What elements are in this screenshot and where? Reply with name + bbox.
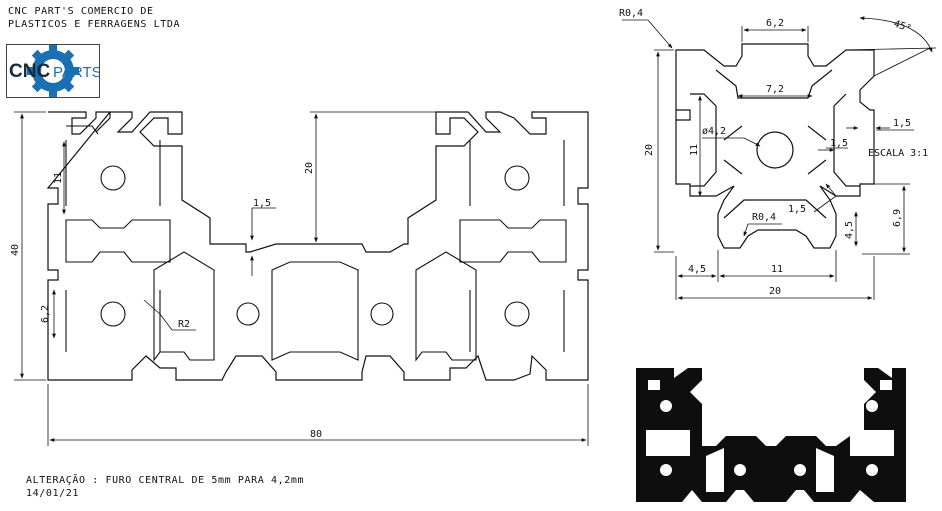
dim-inner-width-7-2: 7,2 — [766, 84, 784, 95]
profile-detail-outline — [675, 43, 875, 249]
dim-wall-1-5: 1,5 — [253, 198, 271, 209]
logo-text-cnc: CNC — [9, 61, 50, 82]
gear-logo-icon: CNC PARTS — [9, 45, 99, 97]
logo-text-parts: PARTS — [53, 64, 99, 81]
dim-web-right: 1,5 — [830, 138, 848, 149]
detail-dimensions — [622, 16, 937, 300]
profile-80x40-cavities — [65, 125, 567, 362]
dim-hole-diameter: ø4,2 — [702, 126, 726, 137]
company-name-line2: PLASTICOS E FERRAGENS LTDA — [8, 19, 181, 30]
change-note: ALTERAÇÃO : FURO CENTRAL DE 5mm PARA 4,2… — [26, 475, 305, 486]
detail-scale-label: ESCALA 3:1 — [868, 148, 928, 159]
dim-web-far-right: 1,5 — [893, 118, 911, 129]
dim-side-height-6-9: 6,9 — [892, 209, 903, 227]
dim-web-inner: 1,5 — [788, 204, 806, 215]
dim-radius-r2: R2 — [178, 319, 190, 330]
dim-detail-height-20: 20 — [644, 144, 655, 156]
profile-silhouette — [636, 368, 906, 502]
dim-slot-opening-6-2: 6,2 — [40, 305, 51, 323]
dim-inner-radius: R0,4 — [752, 212, 776, 223]
dim-top-slot-6-2: 6,2 — [766, 18, 784, 29]
profile-silhouette-holes — [646, 380, 894, 492]
dim-bottom-width-20: 20 — [769, 286, 781, 297]
profile-80x40-outline — [46, 111, 589, 381]
dim-detail-slot-11: 11 — [689, 144, 700, 156]
revision-date: 14/01/21 — [26, 488, 79, 499]
dim-corner-radius: R0,4 — [619, 8, 643, 19]
dim-height-40: 40 — [10, 244, 21, 256]
dim-width-80: 80 — [310, 429, 322, 440]
main-dimensions — [14, 111, 589, 446]
dim-slot-depth-20: 20 — [304, 162, 315, 174]
dim-slot-height-11: 11 — [53, 172, 64, 184]
dim-angle-45: 45° — [892, 18, 913, 35]
cnc-parts-logo: CNC PARTS — [6, 44, 100, 98]
company-name-line1: CNC PART'S COMERCIO DE — [8, 6, 154, 17]
dim-bottom-left-4-5: 4,5 — [688, 264, 706, 275]
dim-bottom-mid-11: 11 — [771, 264, 783, 275]
dim-lip-4-5: 4,5 — [844, 221, 855, 239]
